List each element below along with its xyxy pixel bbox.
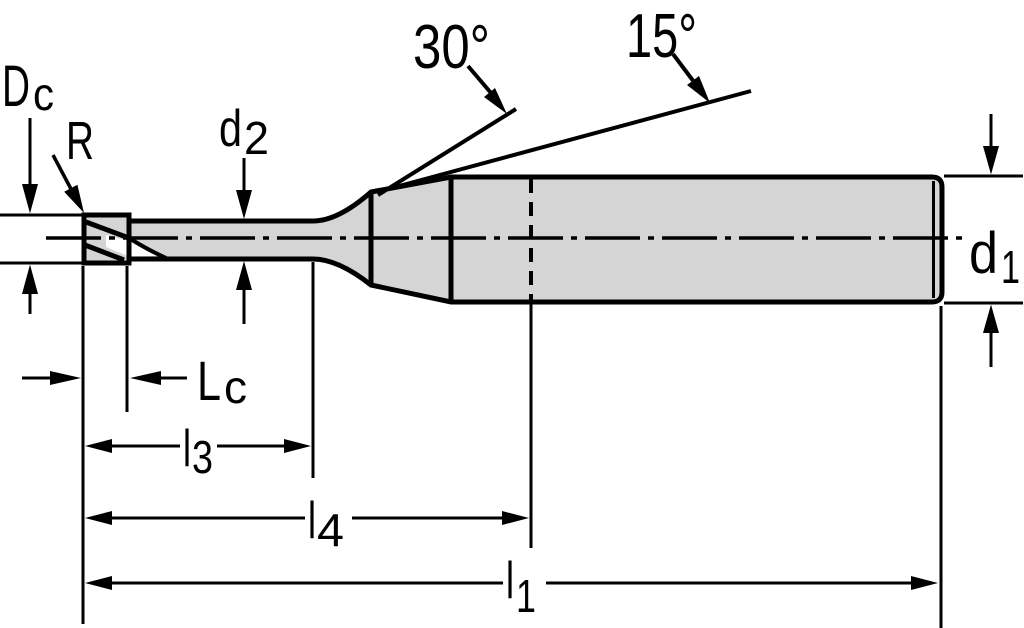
- l3-arrowhead-left: [85, 439, 112, 453]
- dimension-d1: d 1: [944, 114, 1023, 367]
- l3-label-sub: 3: [192, 431, 213, 483]
- lc-arrowhead-right-pointing: [50, 371, 81, 385]
- angle-30-arrowhead: [484, 88, 507, 114]
- l3-label: l: [183, 420, 191, 478]
- d1-arrowhead-up: [983, 304, 999, 333]
- angle-30-arrow-line: [466, 64, 493, 95]
- lc-label: L: [197, 349, 221, 412]
- l1-label: l: [506, 552, 514, 610]
- d2-arrowhead-down: [236, 190, 252, 219]
- lc-label-sub: c: [224, 361, 247, 413]
- l4-label: l: [308, 492, 316, 550]
- flute-edge-1: [85, 219, 130, 241]
- dimension-r: R: [51, 111, 94, 213]
- l1-arrowhead-right: [911, 576, 938, 590]
- dc-arrowhead-up: [22, 264, 38, 294]
- dimension-dc: D c: [0, 54, 84, 314]
- extension-lines: [81, 262, 943, 628]
- lc-arrowhead-left-pointing: [130, 371, 161, 385]
- angle-15-arrow-line: [671, 52, 696, 84]
- angle-15-arrowhead: [687, 76, 710, 103]
- dimension-lc: L c: [22, 349, 247, 413]
- dc-label: D: [2, 54, 30, 119]
- r-label: R: [66, 111, 94, 171]
- d2-label-sub: 2: [244, 112, 269, 164]
- angle-15-line: [387, 89, 752, 191]
- dimension-l1: l 1: [85, 552, 938, 622]
- l1-arrowhead-left: [85, 576, 112, 590]
- angle-15-label: 15°: [626, 2, 697, 71]
- dc-arrowhead-down: [22, 184, 38, 214]
- angle-15-callout: 15°: [387, 2, 752, 191]
- d2-arrowhead-up: [236, 261, 252, 290]
- r-arrowhead: [64, 184, 84, 213]
- r-leader-line: [51, 154, 73, 190]
- angle-30-line: [376, 107, 518, 197]
- angle-30-label: 30°: [413, 13, 490, 82]
- d2-label: d: [219, 100, 242, 158]
- l1-label-sub: 1: [516, 570, 536, 622]
- dimension-l3: l 3: [85, 420, 311, 483]
- d1-arrowhead-down: [983, 146, 999, 175]
- l3-arrowhead-right: [284, 439, 311, 453]
- d1-label-sub: 1: [1001, 241, 1020, 293]
- dimension-l4: l 4: [85, 492, 529, 556]
- dc-label-sub: c: [33, 68, 54, 120]
- dimension-d2: d 2: [219, 100, 269, 324]
- l4-label-sub: 4: [317, 504, 344, 556]
- d1-label: d: [969, 221, 998, 286]
- angle-30-callout: 30°: [376, 13, 518, 197]
- l4-arrowhead-right: [502, 511, 529, 525]
- flute-edge-2: [84, 242, 125, 263]
- l4-arrowhead-left: [85, 511, 112, 525]
